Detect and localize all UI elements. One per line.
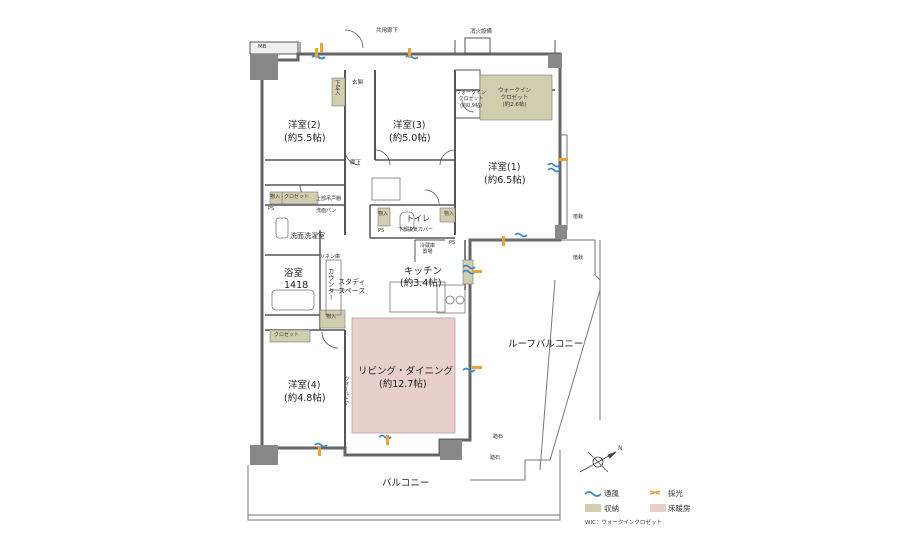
room2-size: (約5.5帖) (284, 133, 326, 144)
fixtures (271, 177, 466, 316)
fridge-label: 冷蔵庫 置場 (420, 243, 436, 256)
room3-size: (約5.0帖) (389, 133, 431, 144)
compass-icon: N (579, 445, 623, 473)
floor-heating-area (351, 317, 456, 434)
bath-label: 浴室 (284, 268, 304, 279)
room1-size: (約6.5帖) (484, 175, 526, 186)
wic-label: ウォークイン クロゼット (約2.6帖) (498, 88, 532, 108)
vent-marks (311, 54, 561, 448)
legend-storage: 収納 (604, 504, 619, 513)
room2-label: 洋室(2) (288, 120, 321, 131)
balconies (247, 134, 601, 521)
legend-note: WIC：ウォークインクロゼット (585, 520, 662, 526)
kitchen-label: キッチン (404, 266, 443, 277)
storage-label-3: 物入 (378, 211, 389, 217)
storage-areas (269, 74, 553, 343)
legend-floor-heating: 床暖房 (668, 504, 691, 513)
living-size: (約12.7帖) (379, 379, 427, 390)
wall-door-label: ウォールドア (343, 376, 350, 406)
kitchen-size: (約3.4帖) (400, 278, 442, 289)
room4-label: 洋室(4) (288, 380, 321, 391)
geta-bako-label: 下足入 (334, 80, 341, 95)
toilet-label: トイレ (406, 214, 430, 223)
pipe-hanger-label: 洗面パン (316, 208, 337, 214)
storage-label-1: 物入 (270, 194, 281, 200)
closet-label-1: クロゼット (284, 194, 310, 200)
ps-label-3: PS (449, 240, 456, 246)
mb-label: MB (258, 44, 267, 50)
fire-equipment-label: 消火設備 (470, 29, 493, 35)
light-marks (315, 43, 568, 456)
svg-text:N: N (618, 445, 623, 452)
shared-corridor-label: 共用廊下 (376, 28, 399, 34)
legend-swatches (584, 490, 666, 512)
legend-ventilation: 通風 (604, 489, 619, 498)
room4-size: (約4.8帖) (284, 393, 326, 404)
genkan-label: 玄関 (352, 80, 364, 86)
toilet-sub-label: 下部換気カバー (398, 227, 434, 233)
roof-balcony-label: ルーフバルコニー (508, 339, 584, 350)
living-label: リビング・ダイニング (358, 366, 454, 377)
ps-label-1: PS (268, 206, 275, 212)
ps-label-2: PS (378, 228, 385, 234)
wic-small-label: ウォークイン クロゼット (約0.9帖) (456, 90, 487, 109)
room1-label: 洋室(1) (488, 162, 521, 173)
washroom-label: 洗面洗濯室 (290, 232, 325, 240)
upper-shelf-label: 上部吊戸棚 (316, 196, 342, 202)
corridor-label: 廊下 (350, 160, 362, 166)
room3-label: 洋室(3) (393, 120, 426, 131)
tree-label-1: 植栽 (573, 214, 584, 220)
study-label: スタディ スペース (338, 278, 366, 295)
counter-label: カウンター (326, 268, 335, 301)
closet-label-2: クロゼット (274, 332, 300, 338)
storage-label-4: 物入 (326, 314, 337, 320)
bath-size: 1418 (284, 280, 309, 291)
tree-label-2: 植栽 (573, 255, 584, 261)
pillars (250, 54, 567, 465)
stone-label-1: 踏石 (493, 434, 504, 440)
legend-daylight: 採光 (668, 489, 683, 498)
storage-label-2: 物入 (444, 211, 455, 217)
balcony-label: バルコニー (382, 478, 430, 489)
linen-label: リネン庫 (320, 254, 341, 260)
stone-label-2: 踏石 (490, 455, 501, 461)
